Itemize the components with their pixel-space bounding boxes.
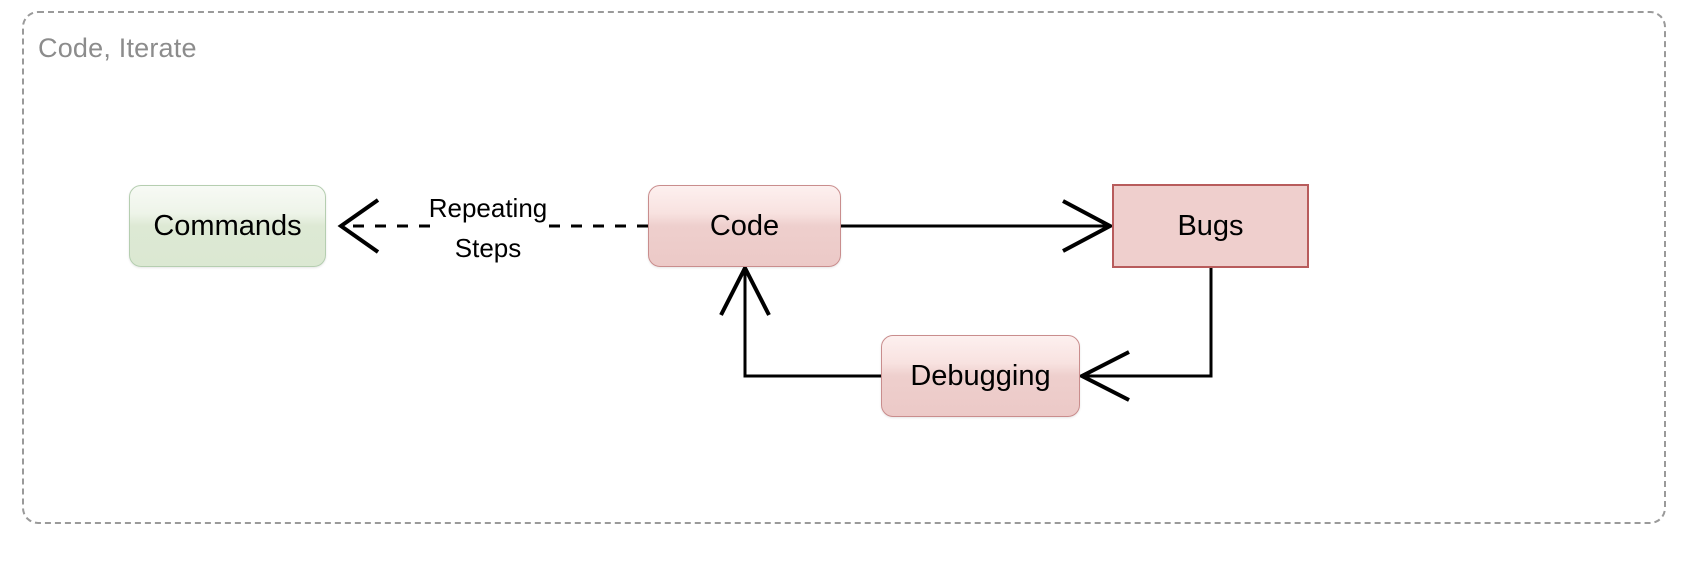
edge-debugging-to-code-line: [743, 268, 881, 378]
group-container: [22, 11, 1666, 524]
group-title: Code, Iterate: [38, 33, 197, 63]
node-debugging-label: Debugging: [910, 359, 1051, 392]
node-debugging[interactable]: Debugging: [881, 335, 1080, 417]
node-bugs-label: Bugs: [1177, 209, 1244, 242]
edge-code-to-commands-arrowhead: [337, 198, 380, 254]
node-commands[interactable]: Commands: [129, 185, 326, 267]
edge-code-to-bugs-arrowhead: [1062, 199, 1115, 253]
edge-bugs-to-debugging: [1077, 268, 1213, 402]
edge-label-steps: Steps: [454, 233, 522, 263]
edge-debugging-to-code: [719, 263, 881, 378]
edge-label-repeating: Repeating: [428, 193, 548, 223]
edge-bugs-to-debugging-line: [1082, 268, 1213, 378]
edge-debugging-to-code-arrowhead: [719, 263, 771, 316]
node-bugs[interactable]: Bugs: [1112, 184, 1309, 268]
edge-code-to-commands: [337, 198, 648, 254]
node-commands-label: Commands: [153, 209, 302, 242]
node-code[interactable]: Code: [648, 185, 841, 267]
edge-code-to-bugs: [841, 199, 1115, 253]
node-code-label: Code: [709, 209, 780, 242]
edge-bugs-to-debugging-arrowhead: [1077, 350, 1130, 402]
